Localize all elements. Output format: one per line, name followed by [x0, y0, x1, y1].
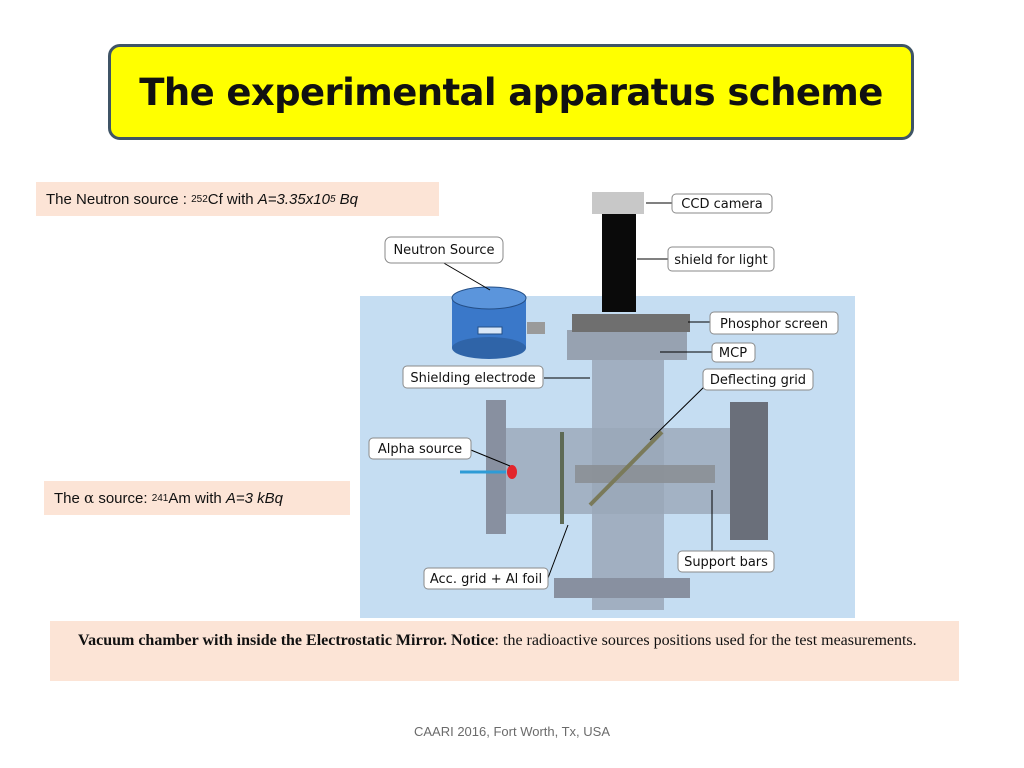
svg-text:shield for light: shield for light	[674, 253, 767, 268]
alpha-symbol: α	[84, 489, 95, 507]
label-support-bars: Support bars	[677, 550, 775, 573]
label-ccd-camera: CCD camera	[671, 193, 773, 214]
svg-text:MCP: MCP	[719, 346, 747, 361]
neutron-element: Cf with	[207, 190, 258, 208]
slide-title: The experimental apparatus scheme	[139, 70, 883, 114]
alpha-prefix: The	[54, 489, 85, 507]
leader-deflecting	[649, 385, 706, 441]
neutron-activity-unit: Bq	[335, 190, 359, 208]
svg-text:Support bars: Support bars	[684, 555, 768, 570]
label-deflecting-grid: Deflecting grid	[702, 368, 814, 391]
svg-text:Neutron Source: Neutron Source	[393, 243, 494, 258]
title-box: The experimental apparatus scheme	[108, 44, 914, 140]
alpha-middle: source:	[94, 489, 152, 507]
neutron-activity: A=3.35x10	[257, 190, 330, 208]
label-alpha-source: Alpha source	[368, 437, 472, 460]
caption-bold: Vacuum chamber with inside the Electrost…	[78, 632, 495, 649]
side-nozzle	[527, 322, 545, 334]
alpha-activity: A=3 kBq	[225, 489, 284, 507]
neutron-activity-exponent: 5	[329, 193, 336, 205]
caption-rest: : the radioactive sources positions used…	[494, 632, 917, 649]
label-mcp: MCP	[711, 342, 756, 363]
label-shielding-electrode: Shielding electrode	[402, 365, 544, 389]
label-neutron-source: Neutron Source	[384, 236, 504, 264]
bottom-flange	[554, 578, 690, 598]
right-flange	[730, 402, 768, 540]
ccd-camera-body	[592, 192, 644, 214]
left-flange	[486, 400, 506, 534]
leader-acc	[547, 524, 569, 579]
deflecting-grid	[588, 430, 664, 507]
phosphor-screen-plate	[572, 314, 690, 332]
light-shield-tube	[602, 214, 636, 312]
figure-caption: Vacuum chamber with inside the Electrost…	[50, 621, 959, 681]
neutron-source-cylinder	[451, 286, 527, 359]
alpha-isotope-mass: 241	[151, 492, 169, 504]
svg-text:Alpha source: Alpha source	[378, 442, 462, 457]
leader-alpha	[465, 447, 511, 467]
label-shield-for-light: shield for light	[667, 246, 775, 272]
neutron-isotope-mass: 252	[191, 193, 208, 205]
svg-text:Acc. grid + Al foil: Acc. grid + Al foil	[430, 572, 542, 587]
chamber-upper-flange	[567, 330, 687, 360]
svg-text:CCD camera: CCD camera	[681, 197, 762, 212]
svg-text:Phosphor screen: Phosphor screen	[720, 317, 828, 332]
leader-neutron	[441, 261, 491, 291]
support-bar	[575, 465, 715, 483]
label-phosphor-screen: Phosphor screen	[709, 311, 839, 335]
svg-text:Deflecting grid: Deflecting grid	[710, 373, 806, 388]
slide-footer: CAARI 2016, Fort Worth, Tx, USA	[413, 724, 611, 739]
label-acc-grid: Acc. grid + Al foil	[423, 567, 549, 590]
alpha-element: Am with	[168, 489, 226, 507]
neutron-prefix: The Neutron source :	[46, 190, 192, 208]
alpha-source-dot	[507, 465, 517, 479]
svg-text:Shielding electrode: Shielding electrode	[410, 371, 535, 386]
acc-grid	[560, 432, 564, 524]
